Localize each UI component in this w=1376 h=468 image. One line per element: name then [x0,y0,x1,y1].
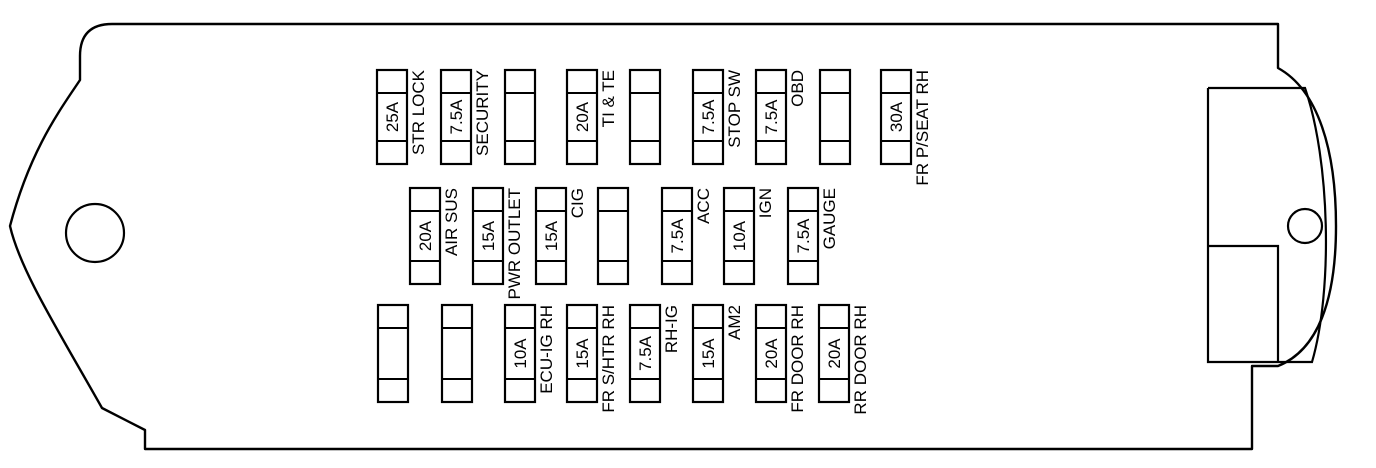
fuse-label: RH-IG [662,305,681,353]
fuse-rating: 7.5A [762,99,781,135]
fuse-r1c7: 7.5A OBD [754,68,807,166]
fuse-r3c6: 15A AM2 [691,303,744,404]
fuse-r1c9: 30A FR P/SEAT RH [879,68,932,186]
fuse-label: FR P/SEAT RH [913,70,932,186]
fuse-body [440,303,474,404]
fuse-r2c5: 7.5A ACC [660,186,713,286]
fuse-body [376,303,410,404]
mounting-hole-left [64,202,126,264]
fuse-r3c2 [440,303,474,404]
fuse-rating: 15A [542,220,561,251]
fuse-body [503,68,537,166]
fuse-rating: 20A [416,220,435,251]
fuse-r1c8 [818,68,852,166]
fuse-body [375,68,409,166]
fuse-rating: 10A [730,220,749,251]
fuse-label: ECU-IG RH [537,305,556,394]
fuse-rating: 7.5A [636,335,655,371]
fuse-r3c8: 20A RR DOOR RH [817,303,870,415]
fuse-rating: 7.5A [794,218,813,254]
fuse-rating: 7.5A [447,99,466,135]
mounting-hole-right [1286,207,1324,245]
fuse-label: STOP SW [725,70,744,148]
fuse-r2c1: 20A AIR SUS [408,186,461,286]
fuse-r3c5: 7.5A RH-IG [628,303,681,404]
fuse-label: CIG [568,188,587,218]
fuse-body [691,68,725,166]
fuse-label: FR S/HTR RH [599,305,618,413]
fuse-rating: 15A [479,220,498,251]
fuse-body [565,303,599,404]
fuse-rating: 20A [825,338,844,369]
fuse-rating: 20A [573,101,592,132]
fuse-label: RR DOOR RH [851,305,870,415]
fuse-body [503,303,537,404]
fuse-r1c3 [503,68,537,166]
fuse-body [754,68,788,166]
fuse-body [818,68,852,166]
fuse-body [691,303,725,404]
fuse-label: GAUGE [820,188,839,249]
fuse-rating: 15A [699,338,718,369]
fuse-label: STR LOCK [409,69,428,155]
fuse-label: AM2 [725,305,744,340]
fuse-body [628,303,662,404]
fuse-body [408,186,442,286]
fuse-body [722,186,756,286]
fuse-r1c2: 7.5A SECURITY [439,68,492,166]
fuse-r1c1: 25A STR LOCK [375,68,428,166]
fuse-body [786,186,820,286]
fuse-r3c4: 15A FR S/HTR RH [565,303,618,413]
fuse-r2c3: 15A CIG [534,186,587,286]
fuse-body [534,186,568,286]
fuse-r2c2: 15A PWR OUTLET [471,186,524,299]
fuse-label: PWR OUTLET [505,188,524,299]
fuse-label: OBD [788,70,807,107]
connector-outline [1206,86,1328,364]
fuse-label: IGN [756,188,775,218]
fuse-body [879,68,913,166]
fuse-r1c6: 7.5A STOP SW [691,68,744,166]
fuse-label: TI & TE [599,70,618,127]
fuse-body [565,68,599,166]
fuse-r3c7: 20A FR DOOR RH [754,303,807,413]
fuse-body [596,186,630,286]
fuse-rating: 7.5A [668,218,687,254]
fuse-label: SECURITY [473,70,492,156]
fuse-r1c5 [628,68,662,166]
fuse-label: ACC [694,188,713,224]
fuse-body [471,186,505,286]
fuse-r2c4 [596,186,630,286]
fuse-rating: 7.5A [699,99,718,135]
fuse-rating: 25A [383,101,402,132]
fuse-layer: 25A STR LOCK 7.5A SECURITY 20A TI & TE 7.5A STO… [375,68,932,415]
fuse-rating: 20A [762,338,781,369]
fuse-body [439,68,473,166]
fuse-body [817,303,851,404]
fuse-label: AIR SUS [442,188,461,256]
fuse-label: FR DOOR RH [788,305,807,413]
fuse-rating: 10A [511,338,530,369]
fuse-r3c3: 10A ECU-IG RH [503,303,556,404]
fuse-r3c1 [376,303,410,404]
fuse-rating: 30A [887,101,906,132]
fuse-rating: 15A [573,338,592,369]
fuse-body [754,303,788,404]
fuse-r2c6: 10A IGN [722,186,775,286]
fuse-body [660,186,694,286]
fuse-r1c4: 20A TI & TE [565,68,618,166]
fuse-r2c7: 7.5A GAUGE [786,186,839,286]
fuse-body [628,68,662,166]
